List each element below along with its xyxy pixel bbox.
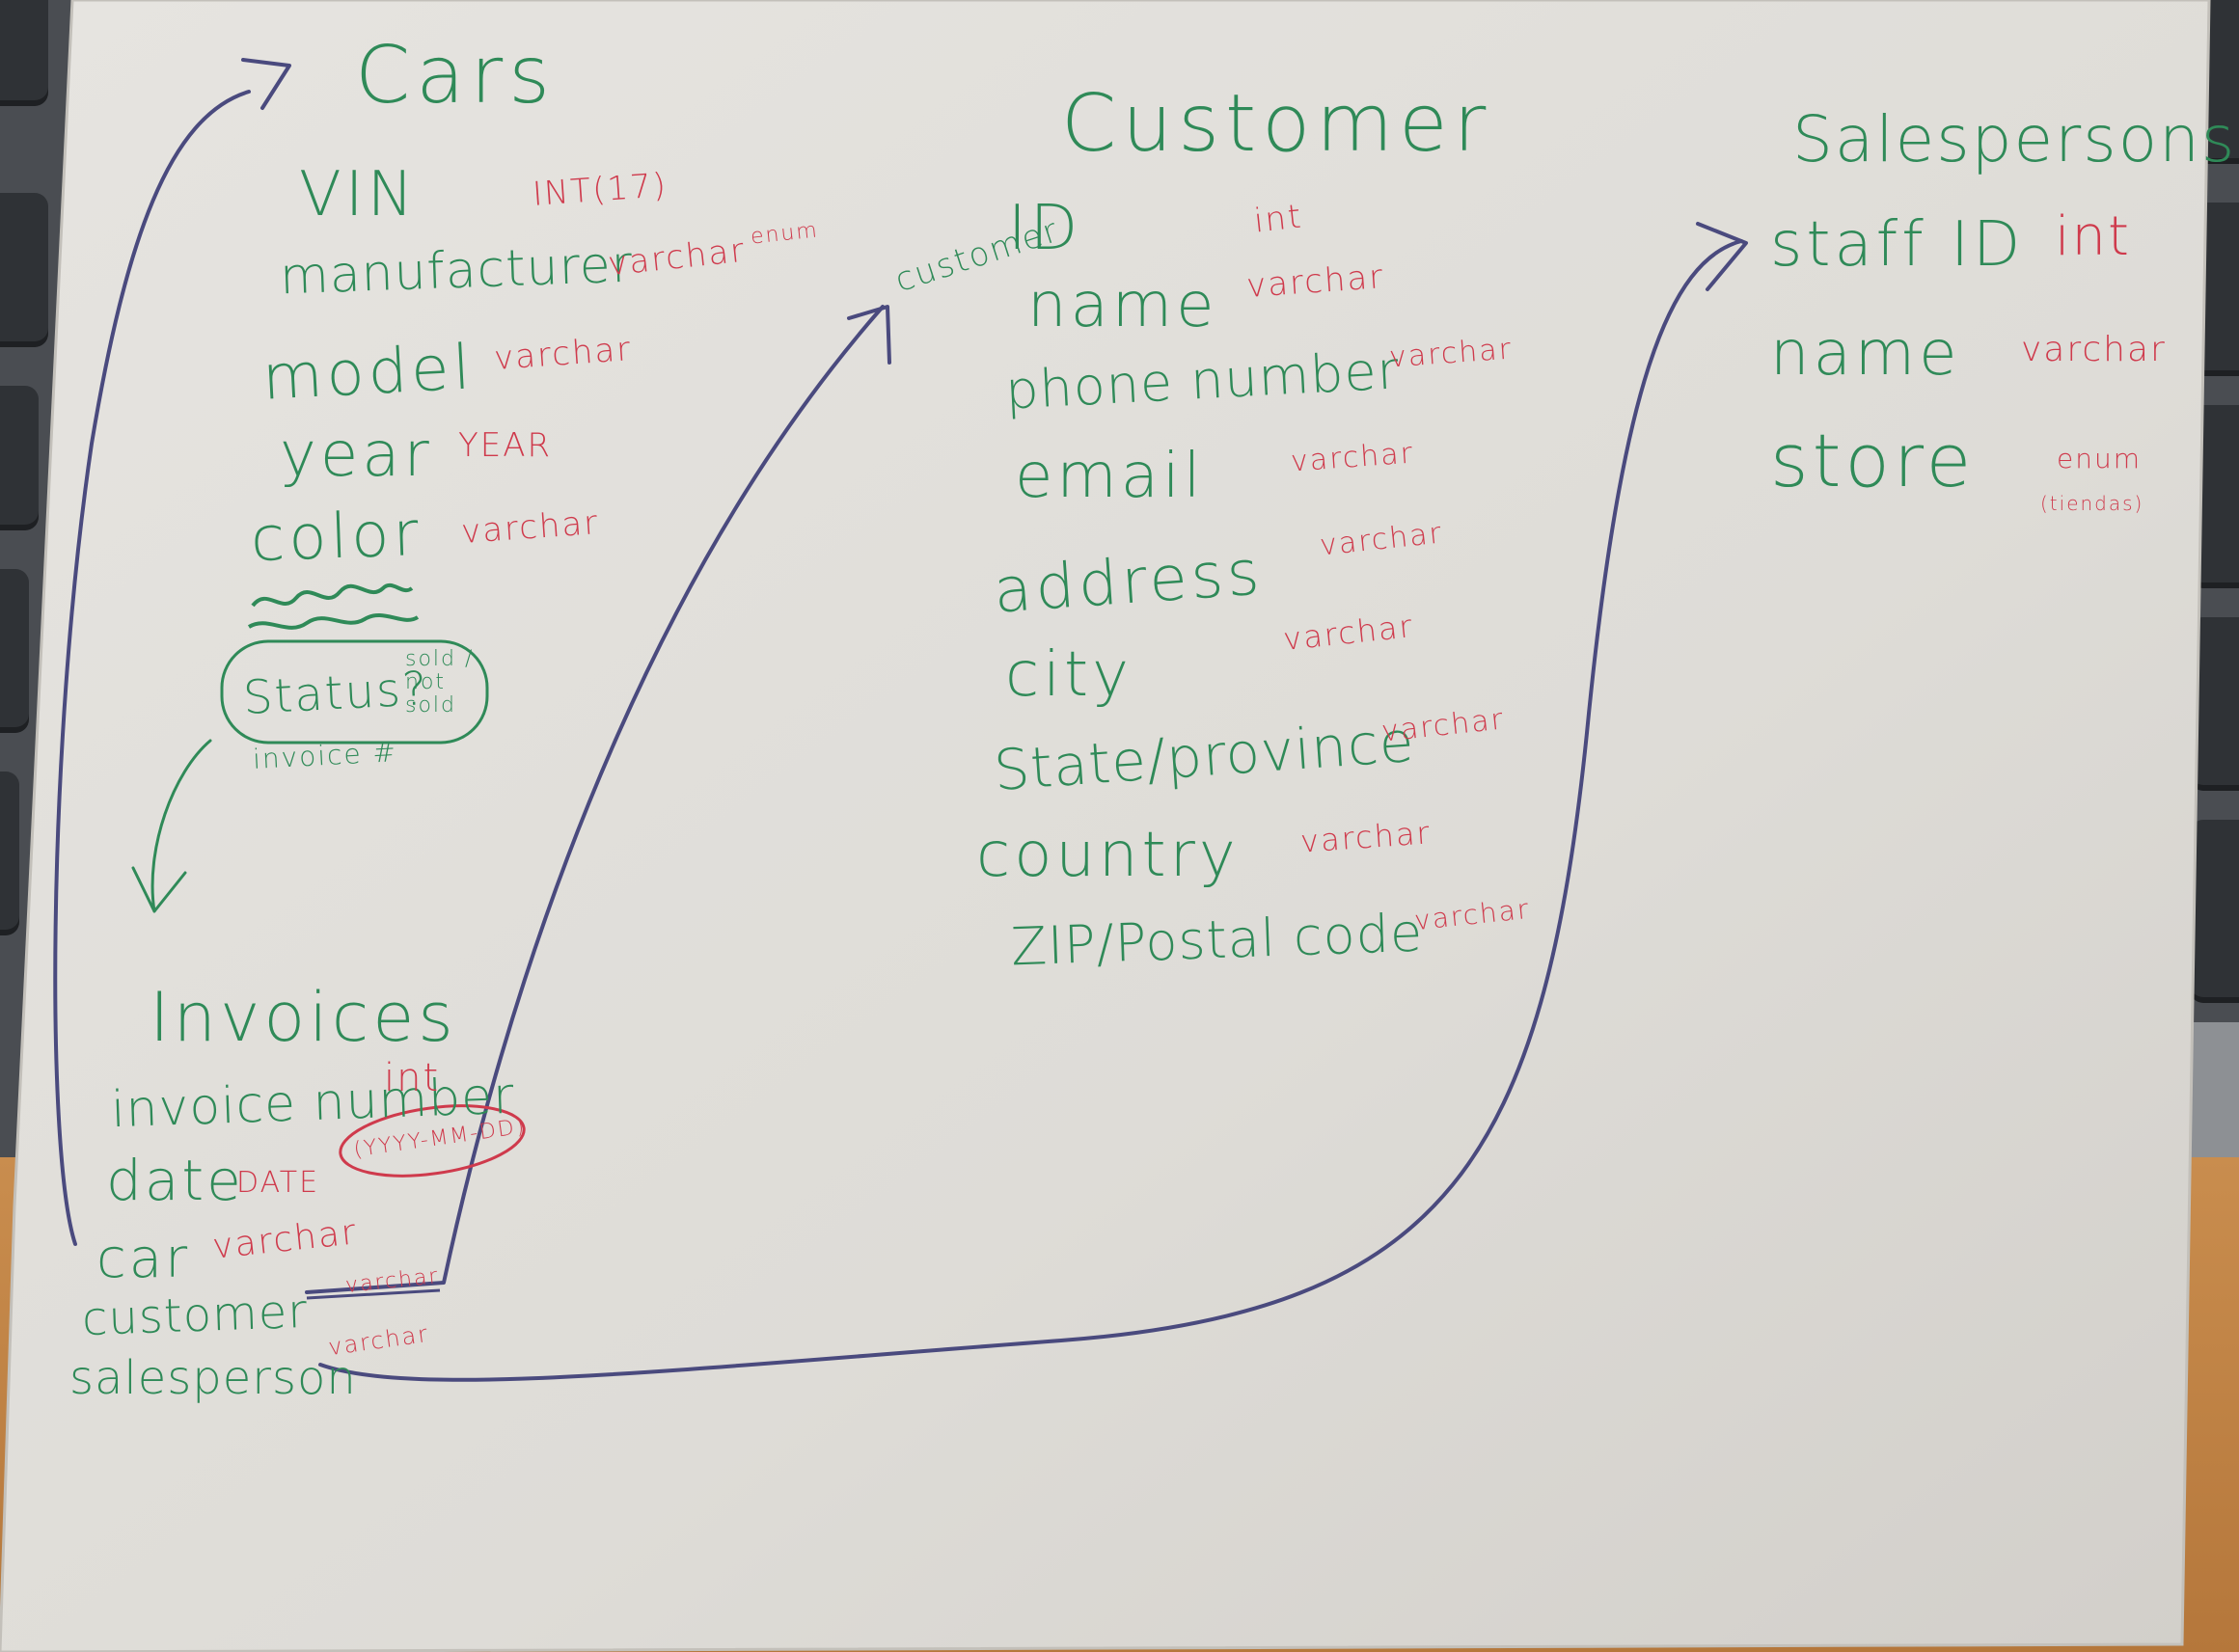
date-format-outline	[339, 1104, 526, 1178]
customer-title: Customer	[1061, 78, 1492, 170]
customer-underline	[306, 1288, 441, 1300]
customer-field-id: ID	[1008, 193, 1082, 264]
cars-field-vin: VIN	[299, 159, 418, 230]
cars-field-color: color	[249, 498, 423, 577]
cars-type-model: varchar	[492, 330, 634, 378]
customer-field-country: country	[976, 820, 1240, 891]
cars-title: Cars	[355, 30, 556, 122]
customer-field-city: city	[1005, 639, 1133, 711]
keyboard-key	[0, 0, 48, 106]
salespersons-title: Salespersons	[1792, 102, 2237, 176]
cars-field-status: Status?	[241, 662, 430, 725]
invoices-type-invoice-number: int	[384, 1056, 441, 1100]
arrow-car-to-cars	[53, 90, 251, 1246]
customer-field-name: name	[1027, 270, 1218, 341]
invoices-field-customer: customer	[81, 1284, 309, 1347]
arrowhead-cars	[241, 58, 291, 110]
invoices-field-salesperson: salesperson	[69, 1351, 357, 1405]
cars-field-model: model	[260, 332, 477, 415]
invoices-title: Invoices	[150, 978, 457, 1057]
cars-type-year: YEAR	[458, 426, 553, 465]
arrow-salesperson-to-salespersons	[318, 239, 1743, 1382]
cars-field-manufacturer: manufacturer	[279, 235, 635, 307]
scribbled-out-word	[247, 582, 420, 630]
customer-type-name: varchar	[1244, 257, 1386, 306]
keyboard-key	[0, 569, 29, 733]
cars-status-note: sold / not sold	[405, 647, 475, 718]
salespersons-type-name: varchar	[2021, 330, 2167, 369]
customer-type-id: int	[1252, 197, 1305, 241]
salespersons-field-name: name	[1770, 318, 1961, 390]
salespersons-type-staff-id: int	[2055, 205, 2132, 268]
keyboard-key	[0, 386, 39, 530]
arrowhead-invoices	[131, 866, 187, 913]
cars-field-year: year	[280, 420, 433, 491]
invoices-field-date: date	[106, 1148, 244, 1213]
customer-field-address: address	[991, 537, 1266, 628]
keyboard-key	[0, 193, 48, 347]
salespersons-field-staff-id: staff ID	[1770, 209, 2025, 281]
customer-type-country: varchar	[1298, 814, 1433, 860]
customer-field-email: email	[1015, 441, 1205, 512]
arrow-customer-to-customer	[305, 305, 885, 1294]
invoices-type-date: DATE	[236, 1166, 320, 1200]
arrow-status-to-invoices	[150, 739, 212, 913]
salespersons-type-store: enum	[2057, 443, 2142, 474]
customer-type-phone: varchar	[1387, 332, 1515, 375]
invoices-field-car: car	[96, 1228, 191, 1290]
customer-field-zip: ZIP/Postal code	[1010, 902, 1425, 978]
cars-type-vin: INT(17)	[531, 166, 669, 214]
salespersons-note-store: (tiendas)	[2040, 492, 2144, 515]
keyboard-key	[0, 772, 19, 935]
keyboard-key	[2190, 820, 2239, 1003]
arrowhead-salespersons	[1696, 222, 1748, 291]
status-group-outline	[220, 639, 489, 745]
salespersons-field-store: store	[1770, 418, 1976, 503]
customer-type-email: varchar	[1289, 436, 1416, 479]
arrowhead-customer	[847, 305, 891, 365]
cars-type-color: varchar	[459, 503, 601, 552]
cars-field-invoice: invoice #	[252, 736, 398, 775]
